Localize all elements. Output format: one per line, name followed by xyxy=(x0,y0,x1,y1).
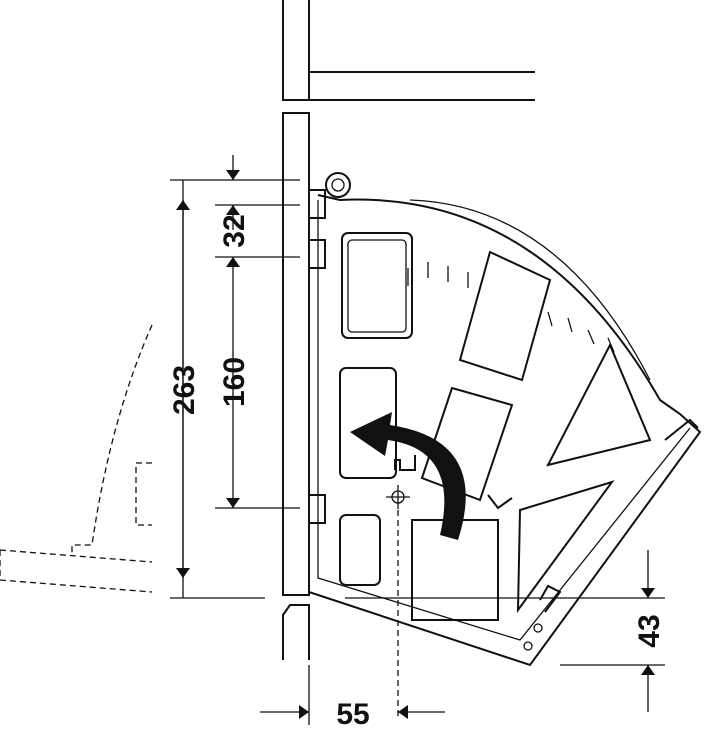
hinge-middle xyxy=(308,239,326,269)
pivot-point xyxy=(386,485,410,720)
cabinet-wall xyxy=(282,0,535,660)
hinge-top xyxy=(308,189,326,219)
roller-icon xyxy=(325,172,351,198)
dimension-55: 55 xyxy=(336,698,369,730)
dimension-263: 263 xyxy=(168,365,201,415)
dimension-43: 43 xyxy=(633,614,666,647)
dimension-32: 32 xyxy=(218,214,251,247)
dimension-lines xyxy=(170,155,665,725)
dimension-160: 160 xyxy=(218,357,251,407)
rotation-arrow-icon xyxy=(350,412,466,540)
open-door-outline xyxy=(0,324,153,593)
hinge-bottom xyxy=(308,494,326,524)
carousel-tray xyxy=(308,172,702,667)
